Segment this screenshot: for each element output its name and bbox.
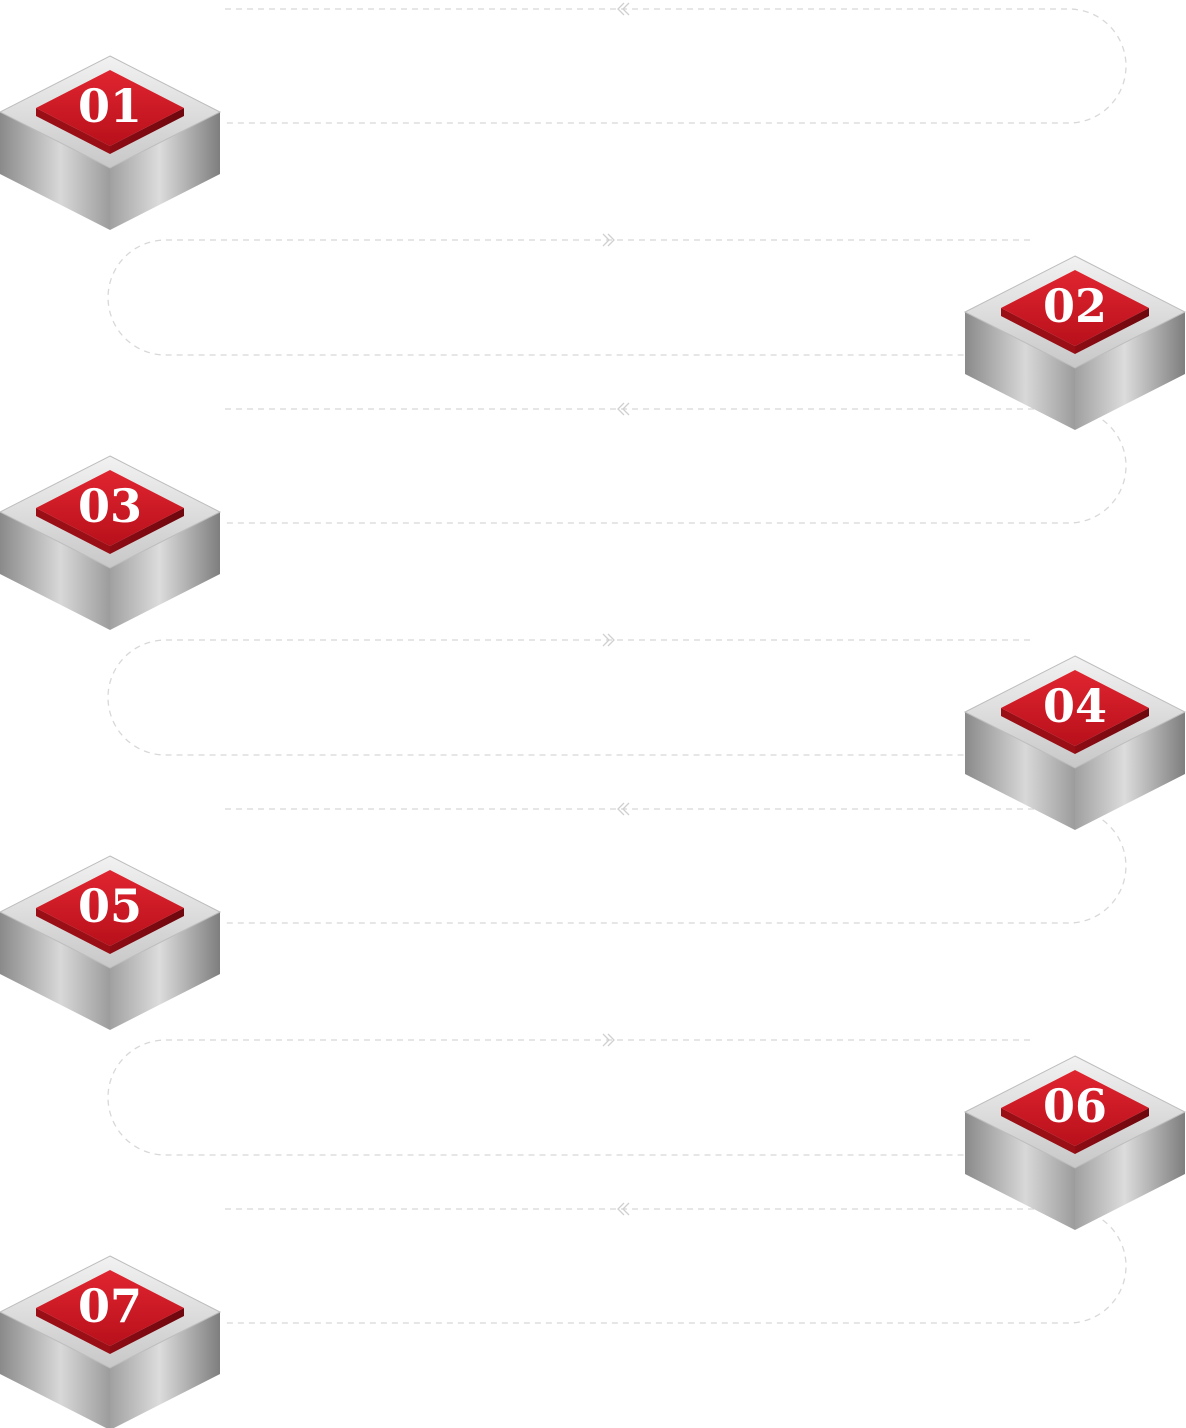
- step-number: 04: [1043, 679, 1107, 733]
- double-chevron-arrow-icon: [617, 402, 630, 416]
- diamond-badge-icon: [36, 70, 184, 146]
- double-chevron-arrow-icon: [617, 1202, 630, 1216]
- diamond-badge-icon: [36, 470, 184, 546]
- diamond-badge-icon: [1001, 1070, 1149, 1146]
- step-number: 07: [78, 1279, 142, 1333]
- connector-loop-0: [225, 8, 1127, 124]
- step-badge-07: 07: [0, 1255, 222, 1428]
- step-badge-02: 02: [963, 255, 1186, 430]
- connector-loop-6: [225, 1208, 1127, 1324]
- connector-loop-1: [107, 239, 1030, 356]
- step-badge-06: 06: [963, 1055, 1186, 1230]
- step-number: 02: [1043, 279, 1107, 333]
- double-chevron-arrow-icon: [617, 2, 630, 16]
- step-badges: 01 02 03 04 05 06 07: [0, 55, 1186, 1428]
- connector-loop-4: [225, 808, 1127, 924]
- step-badge-05: 05: [0, 855, 222, 1030]
- step-badge-03: 03: [0, 455, 222, 630]
- diamond-badge-icon: [36, 870, 184, 946]
- connector-loop-2: [225, 408, 1127, 524]
- double-chevron-arrow-icon: [602, 1033, 615, 1047]
- step-badge-04: 04: [963, 655, 1186, 830]
- diamond-badge-icon: [36, 1270, 184, 1346]
- step-number: 01: [78, 79, 142, 133]
- double-chevron-arrow-icon: [602, 233, 615, 247]
- double-chevron-arrow-icon: [602, 633, 615, 647]
- connector-loop-3: [107, 639, 1030, 756]
- double-chevron-arrow-icon: [617, 802, 630, 816]
- step-number: 06: [1043, 1079, 1107, 1133]
- diamond-badge-icon: [1001, 270, 1149, 346]
- diamond-badge-icon: [1001, 670, 1149, 746]
- connector-paths: [107, 2, 1127, 1324]
- connector-loop-5: [107, 1039, 1030, 1156]
- step-badge-01: 01: [0, 55, 222, 230]
- step-number: 03: [78, 479, 142, 533]
- step-number: 05: [78, 879, 142, 933]
